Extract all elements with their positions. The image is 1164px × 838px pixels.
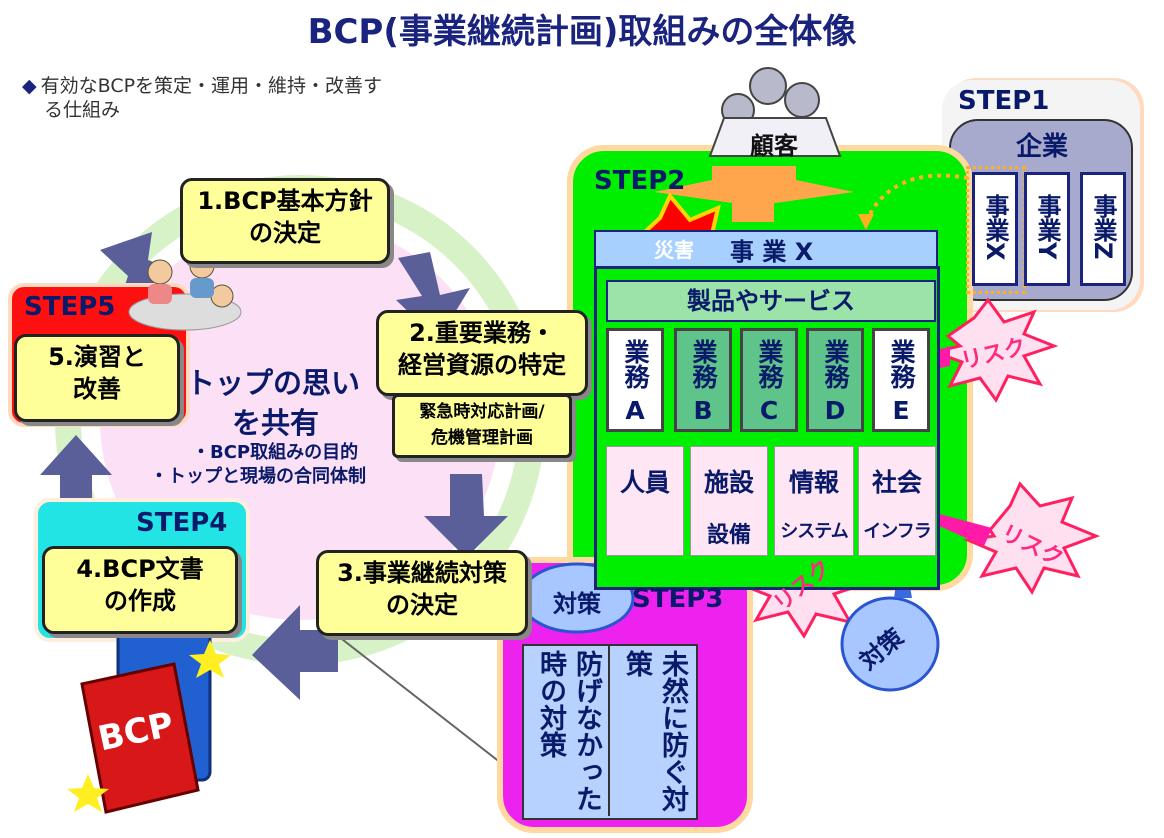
person-icon — [749, 67, 787, 105]
arrow-up-to-customer — [654, 166, 854, 206]
resource-personnel[interactable]: 人員 — [606, 446, 684, 556]
disaster-label: 災害 — [654, 238, 694, 262]
red-binder — [80, 662, 200, 814]
business-x-bar — [594, 230, 938, 268]
cycle-step1-box[interactable]: 1.BCP基本方針 の決定 — [180, 178, 390, 264]
step5-label: STEP5 — [24, 292, 116, 322]
meeting-person-body — [148, 284, 172, 304]
center-bullet1: ・BCP取組みの目的 — [192, 442, 359, 463]
diamond-bullet-icon: ◆ — [22, 75, 37, 97]
center-bullet2: ・トップと現場の合同体制 — [150, 466, 366, 487]
step2-label: STEP2 — [594, 166, 686, 196]
intro-line1: 有効なBCPを策定・運用・維持・改善す — [40, 75, 383, 97]
meeting-person-icon — [210, 284, 234, 308]
prevent-measures: 未然に防ぐ対策 — [621, 650, 688, 812]
company-title: 企業 — [1016, 132, 1069, 162]
intro-line2: る仕組み — [44, 99, 121, 121]
risk-burst-1 — [928, 297, 1059, 403]
cycle-step2-sub-box[interactable]: 緊急時対応計画/ 危機管理計画 — [392, 394, 572, 458]
response-measures: 防げなかった時の対策 — [535, 650, 602, 812]
step3-label: STEP3 — [632, 584, 724, 614]
customer-body — [708, 117, 842, 157]
cycle-arrow-4-5 — [40, 435, 112, 508]
customer-label: 顧客 — [750, 132, 798, 160]
step3-divider — [608, 644, 610, 816]
person-icon — [784, 82, 820, 118]
dotted-arrowhead — [858, 214, 874, 230]
cycle-step4-box[interactable]: 4.BCP文書 の作成 — [42, 546, 238, 634]
resource-infrastructure[interactable]: 社会 インフラ — [858, 446, 936, 556]
star-icon — [67, 774, 109, 812]
center-line1: トップの思い — [186, 366, 361, 400]
business-x-card[interactable]: 事業X — [972, 172, 1018, 286]
step1-label: STEP1 — [958, 86, 1050, 116]
business-x-label: 事 業 X — [730, 238, 814, 266]
cycle-step5-box[interactable]: 5.演習と 改善 — [14, 334, 180, 422]
resource-facilities[interactable]: 施設 設備 — [690, 446, 768, 556]
countermeasure-bubble — [840, 596, 940, 692]
cycle-arrow-3-4 — [252, 605, 338, 700]
star-icon — [189, 640, 231, 678]
step4-label: STEP4 — [136, 508, 228, 538]
connector-line — [319, 621, 511, 771]
intro-text: ◆有効なBCPを策定・運用・維持・改善す る仕組み — [22, 74, 542, 122]
meeting-person-body — [190, 278, 214, 298]
risk-burst-2 — [962, 481, 1101, 595]
business-z-card[interactable]: 事業Z — [1080, 172, 1126, 286]
meeting-person-icon — [147, 259, 173, 285]
countermeasure-label-1: 対策 — [553, 590, 601, 618]
resource-information[interactable]: 情報 システム — [774, 446, 854, 556]
business-y-card[interactable]: 事業Y — [1024, 172, 1070, 286]
center-line2: を共有 — [232, 406, 320, 440]
cycle-step2-box[interactable]: 2.重要業務・ 経営資源の特定 — [376, 310, 588, 396]
dotted-arrow — [864, 173, 969, 223]
cycle-arrow-2-3 — [424, 474, 508, 558]
step3-columns — [522, 644, 698, 820]
products-bar: 製品やサービス — [606, 280, 936, 322]
cycle-step3-box[interactable]: 3.事業継続対策 の決定 — [316, 550, 528, 636]
arrow-shaft — [732, 192, 774, 222]
page-title: BCP(事業継続計画)取組みの全体像 — [307, 12, 857, 52]
business-x-highlight — [966, 166, 1026, 294]
